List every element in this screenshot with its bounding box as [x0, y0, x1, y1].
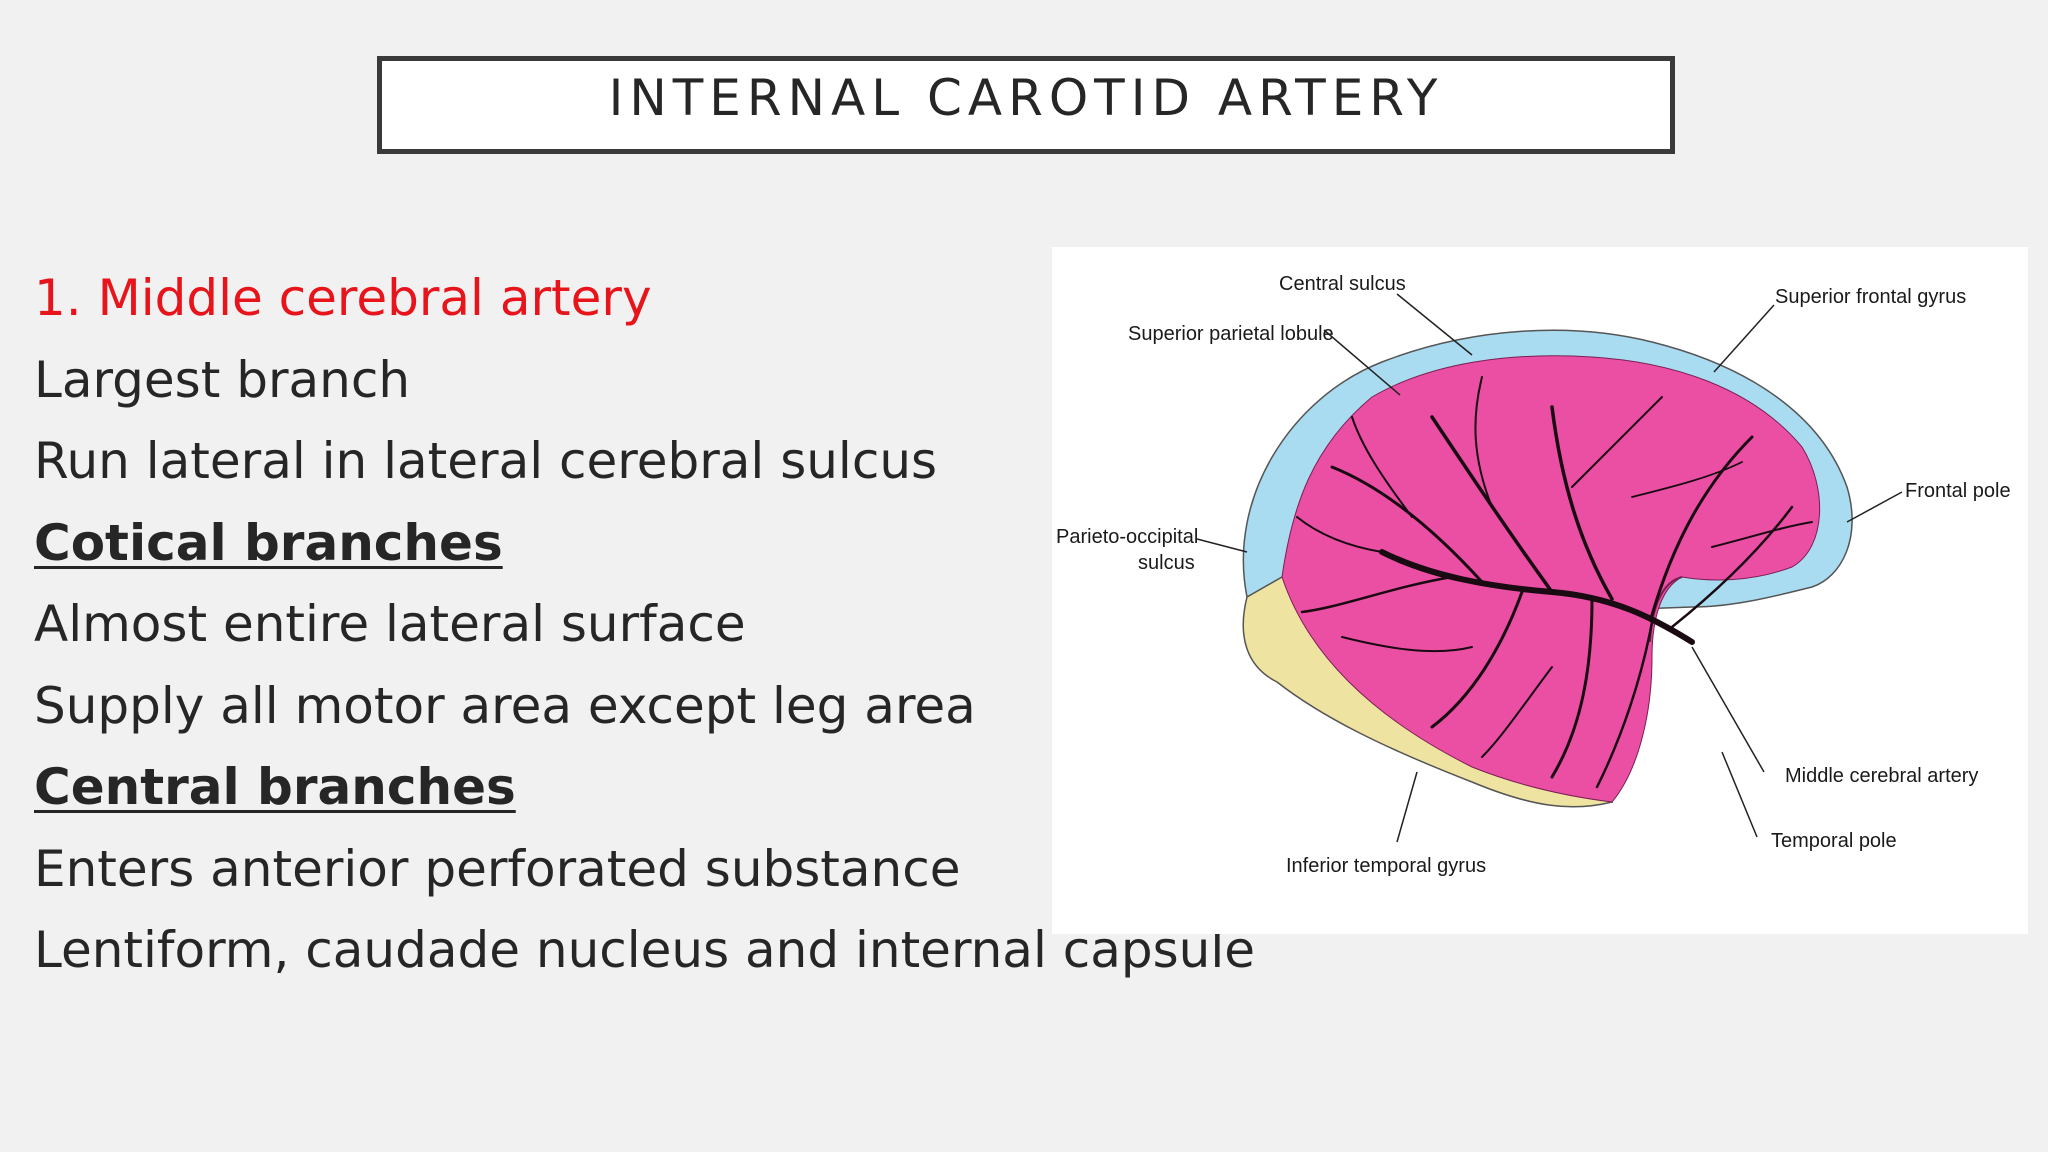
- label-central-sulcus: Central sulcus: [1279, 273, 1406, 295]
- bullet-subheading-cortical: Cotical branches: [34, 513, 503, 572]
- bullet-item: Supply all motor area except leg area: [34, 676, 976, 735]
- bullet-item: Run lateral in lateral cerebral sulcus: [34, 432, 938, 490]
- label-frontal-pole: Frontal pole: [1905, 480, 2011, 502]
- bullet-subheading-central: Central branches: [34, 758, 516, 816]
- label-temporal-pole: Temporal pole: [1771, 830, 1897, 852]
- bullet-item: Enters anterior perforated substance: [34, 839, 961, 898]
- title-box: INTERNAL CAROTID ARTERY: [377, 56, 1675, 154]
- label-parieto-occipital-line1: Parieto-occipital: [1056, 526, 1198, 548]
- brain-diagram: Central sulcus Superior parietal lobule …: [1056, 273, 2011, 877]
- label-inferior-temporal-gyrus: Inferior temporal gyrus: [1286, 855, 1486, 877]
- mca-vessels: [1296, 376, 1813, 789]
- bullet-item: Almost entire lateral surface: [34, 595, 746, 653]
- label-superior-parietal-lobule: Superior parietal lobule: [1128, 323, 1334, 345]
- mca-territory: [1281, 355, 1821, 803]
- bullet-item: Largest branch: [34, 350, 411, 409]
- label-superior-frontal-gyrus: Superior frontal gyrus: [1775, 286, 1966, 308]
- leader-lines: [1196, 293, 1903, 843]
- bullet-list: 1. Middle cerebral artery Largest branch…: [34, 258, 1255, 992]
- brain-figure: Central sulcus Superior parietal lobule …: [1052, 247, 2028, 934]
- bullet-item: Lentiform, caudade nucleus and internal …: [34, 921, 1255, 979]
- label-middle-cerebral-artery: Middle cerebral artery: [1785, 765, 1978, 787]
- bullet-heading-mca: 1. Middle cerebral artery: [34, 269, 652, 327]
- label-parieto-occipital-line2: sulcus: [1138, 552, 1195, 574]
- slide-title: INTERNAL CAROTID ARTERY: [608, 69, 1444, 127]
